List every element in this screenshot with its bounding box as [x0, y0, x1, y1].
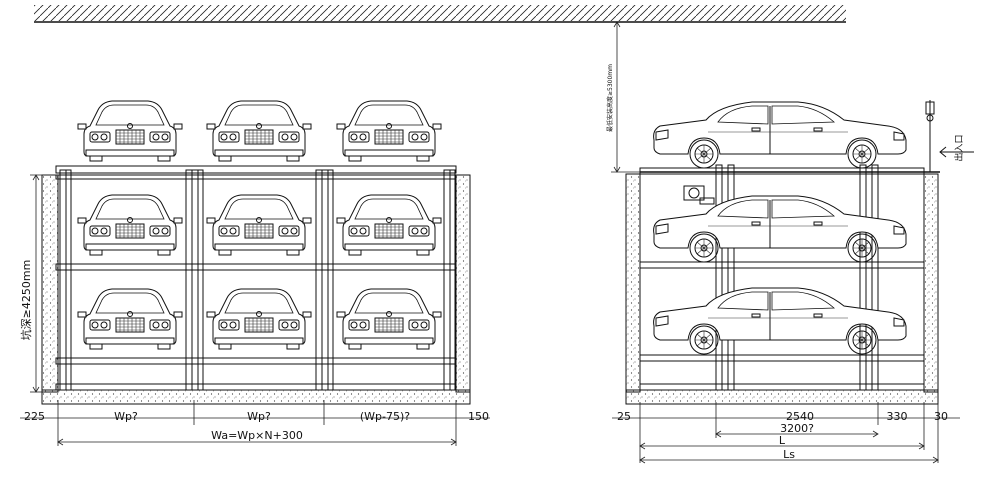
front-elevation-view: 坑深≥4250mm 225 Wp? Wp? (Wp-75)? 150 Wa=Wp… [19, 100, 490, 446]
dim-150: 150 [468, 410, 489, 423]
min-height-dimension: 最低安装高度≥5300mm [606, 21, 640, 173]
car-front-4 [77, 194, 183, 256]
pit-depth-dimension: 坑深≥4250mm [19, 174, 56, 393]
car-side-middle [653, 195, 907, 263]
car-side-bottom [653, 287, 907, 355]
dim-wp-1: Wp? [114, 410, 138, 423]
pit-floor [41, 389, 471, 405]
dim-225: 225 [24, 410, 45, 423]
motor-unit [683, 185, 705, 201]
dim-25: 25 [617, 410, 631, 423]
dim-wp-75: (Wp-75)? [360, 410, 410, 423]
dim-3200: 3200? [780, 422, 814, 435]
car-front-9 [336, 288, 442, 350]
length-dimensions: 25 2540 330 30 3200? L Ls [612, 402, 960, 464]
side-elevation-view: 最低安装高度≥5300mm [606, 21, 974, 464]
pit-depth-label: 坑深≥4250mm [19, 260, 33, 341]
entrance-marker: 出入口 [925, 100, 974, 172]
car-front-7 [77, 288, 183, 350]
dim-l: L [779, 434, 786, 447]
car-grid [77, 100, 442, 350]
pit-floor-side [625, 389, 939, 405]
dim-wp-2: Wp? [247, 410, 271, 423]
car-side-top [653, 101, 907, 169]
width-dimensions: 225 Wp? Wp? (Wp-75)? 150 Wa=Wp×N+300 [20, 400, 490, 446]
car-front-5 [206, 194, 312, 256]
car-front-6 [336, 194, 442, 256]
dim-2540: 2540 [786, 410, 814, 423]
car-front-1 [77, 100, 183, 162]
entrance-label: 出入口 [953, 134, 965, 161]
dim-330: 330 [887, 410, 908, 423]
pit-wall-right-side [923, 173, 939, 393]
lift-frame-side [639, 164, 925, 391]
lift-frame [55, 165, 457, 391]
pit-wall-right [455, 174, 471, 393]
min-height-label: 最低安装高度≥5300mm [606, 64, 614, 132]
car-front-3 [336, 100, 442, 162]
car-front-2 [206, 100, 312, 162]
ceiling [34, 5, 846, 23]
dim-wa-formula: Wa=Wp×N+300 [211, 429, 303, 442]
dim-30: 30 [934, 410, 948, 423]
car-front-8 [206, 288, 312, 350]
pit-wall-left-side [625, 173, 641, 393]
dim-ls: Ls [783, 448, 795, 461]
